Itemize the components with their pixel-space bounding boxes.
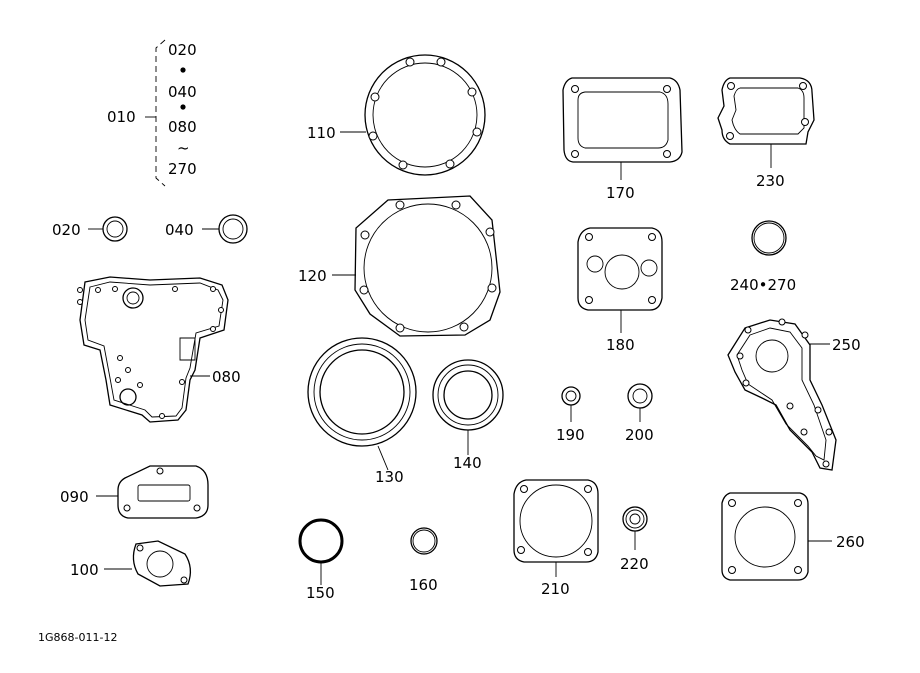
- doc-code: 1G868-011-12: [38, 631, 117, 644]
- part-140: 140: [432, 359, 504, 472]
- set-item-040: 040: [168, 83, 197, 101]
- set-item-020: 020: [168, 41, 197, 59]
- part-110: 110: [307, 54, 486, 176]
- label-200: 200: [625, 426, 654, 444]
- label-040: 040: [165, 221, 194, 239]
- part-080: 080: [77, 276, 241, 423]
- label-210: 210: [541, 580, 570, 598]
- label-100: 100: [70, 561, 99, 579]
- part-220: 220: [620, 506, 649, 573]
- label-140: 140: [453, 454, 482, 472]
- part-240-270: 240•270: [730, 220, 796, 294]
- part-120: 120: [298, 195, 501, 337]
- part-190: 190: [556, 386, 585, 444]
- label-130: 130: [375, 468, 404, 486]
- label-170: 170: [606, 184, 635, 202]
- set-bracket-010: 010 020 040 080 ~ 270: [107, 39, 197, 187]
- set-item-080: 080: [168, 118, 197, 136]
- part-180: 180: [577, 227, 663, 354]
- label-250: 250: [832, 336, 861, 354]
- part-160: 160: [409, 527, 438, 594]
- label-110: 110: [307, 124, 336, 142]
- set-item-270: 270: [168, 160, 197, 178]
- part-090: 090: [60, 465, 209, 519]
- label-180: 180: [606, 336, 635, 354]
- part-210: 210: [513, 479, 599, 598]
- label-260: 260: [836, 533, 865, 551]
- label-120: 120: [298, 267, 327, 285]
- set-item-tilde: ~: [177, 139, 190, 157]
- label-190: 190: [556, 426, 585, 444]
- part-130: 130: [307, 337, 417, 486]
- part-170: 170: [562, 77, 683, 202]
- label-080: 080: [212, 368, 241, 386]
- part-020: 020: [52, 216, 128, 242]
- part-040: 040: [165, 214, 248, 244]
- label-010: 010: [107, 108, 136, 126]
- label-230: 230: [756, 172, 785, 190]
- label-150: 150: [306, 584, 335, 602]
- part-230: 230: [717, 77, 815, 190]
- label-240-270: 240•270: [730, 276, 796, 294]
- part-260: 260: [721, 492, 865, 581]
- part-100: 100: [70, 540, 192, 587]
- label-220: 220: [620, 555, 649, 573]
- part-250: 250: [727, 318, 861, 471]
- part-200: 200: [625, 383, 654, 444]
- label-090: 090: [60, 488, 89, 506]
- label-160: 160: [409, 576, 438, 594]
- label-020: 020: [52, 221, 81, 239]
- part-150: 150: [298, 518, 344, 602]
